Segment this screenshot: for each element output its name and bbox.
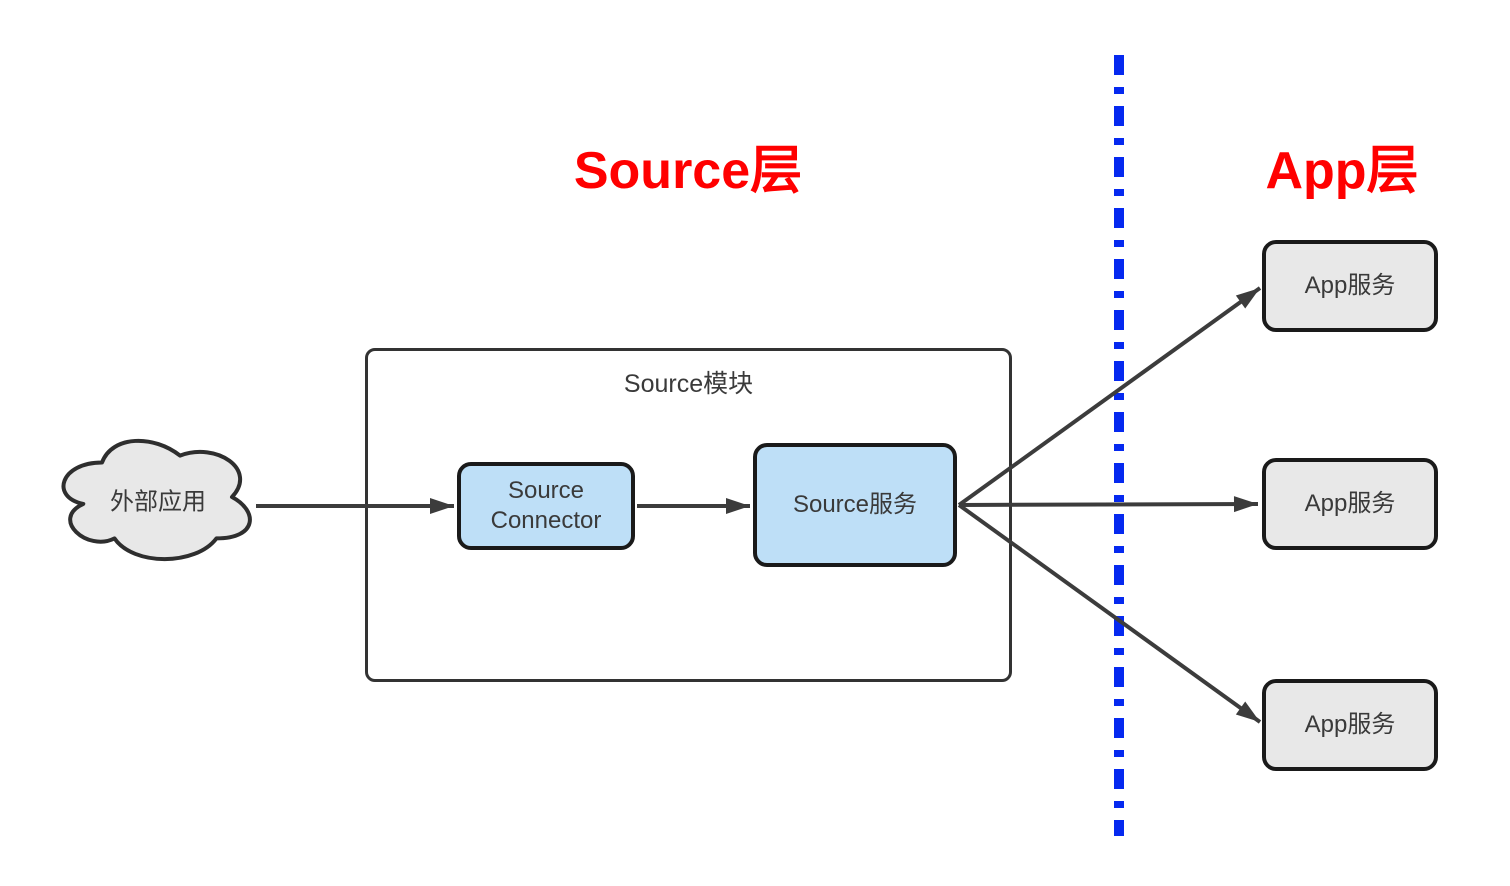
app-layer-title: App层 xyxy=(1265,142,1419,200)
arrow-service-to-app-1 xyxy=(957,286,1262,507)
source-layer-title: Source层 xyxy=(573,142,803,200)
app-service-node: App服务 xyxy=(1262,240,1438,332)
app-service-node: App服务 xyxy=(1262,679,1438,771)
source-module-title: Source模块 xyxy=(623,370,754,398)
app-service-node: App服务 xyxy=(1262,458,1438,550)
external-app-cloud xyxy=(61,438,252,562)
arrow-service-to-app-2 xyxy=(958,496,1259,513)
source-connector-node: Source Connector xyxy=(457,462,635,550)
cloud-label: 外部应用 xyxy=(110,488,206,516)
arrow-service-to-app-3 xyxy=(957,503,1262,724)
source-service-node: Source服务 xyxy=(753,443,957,567)
